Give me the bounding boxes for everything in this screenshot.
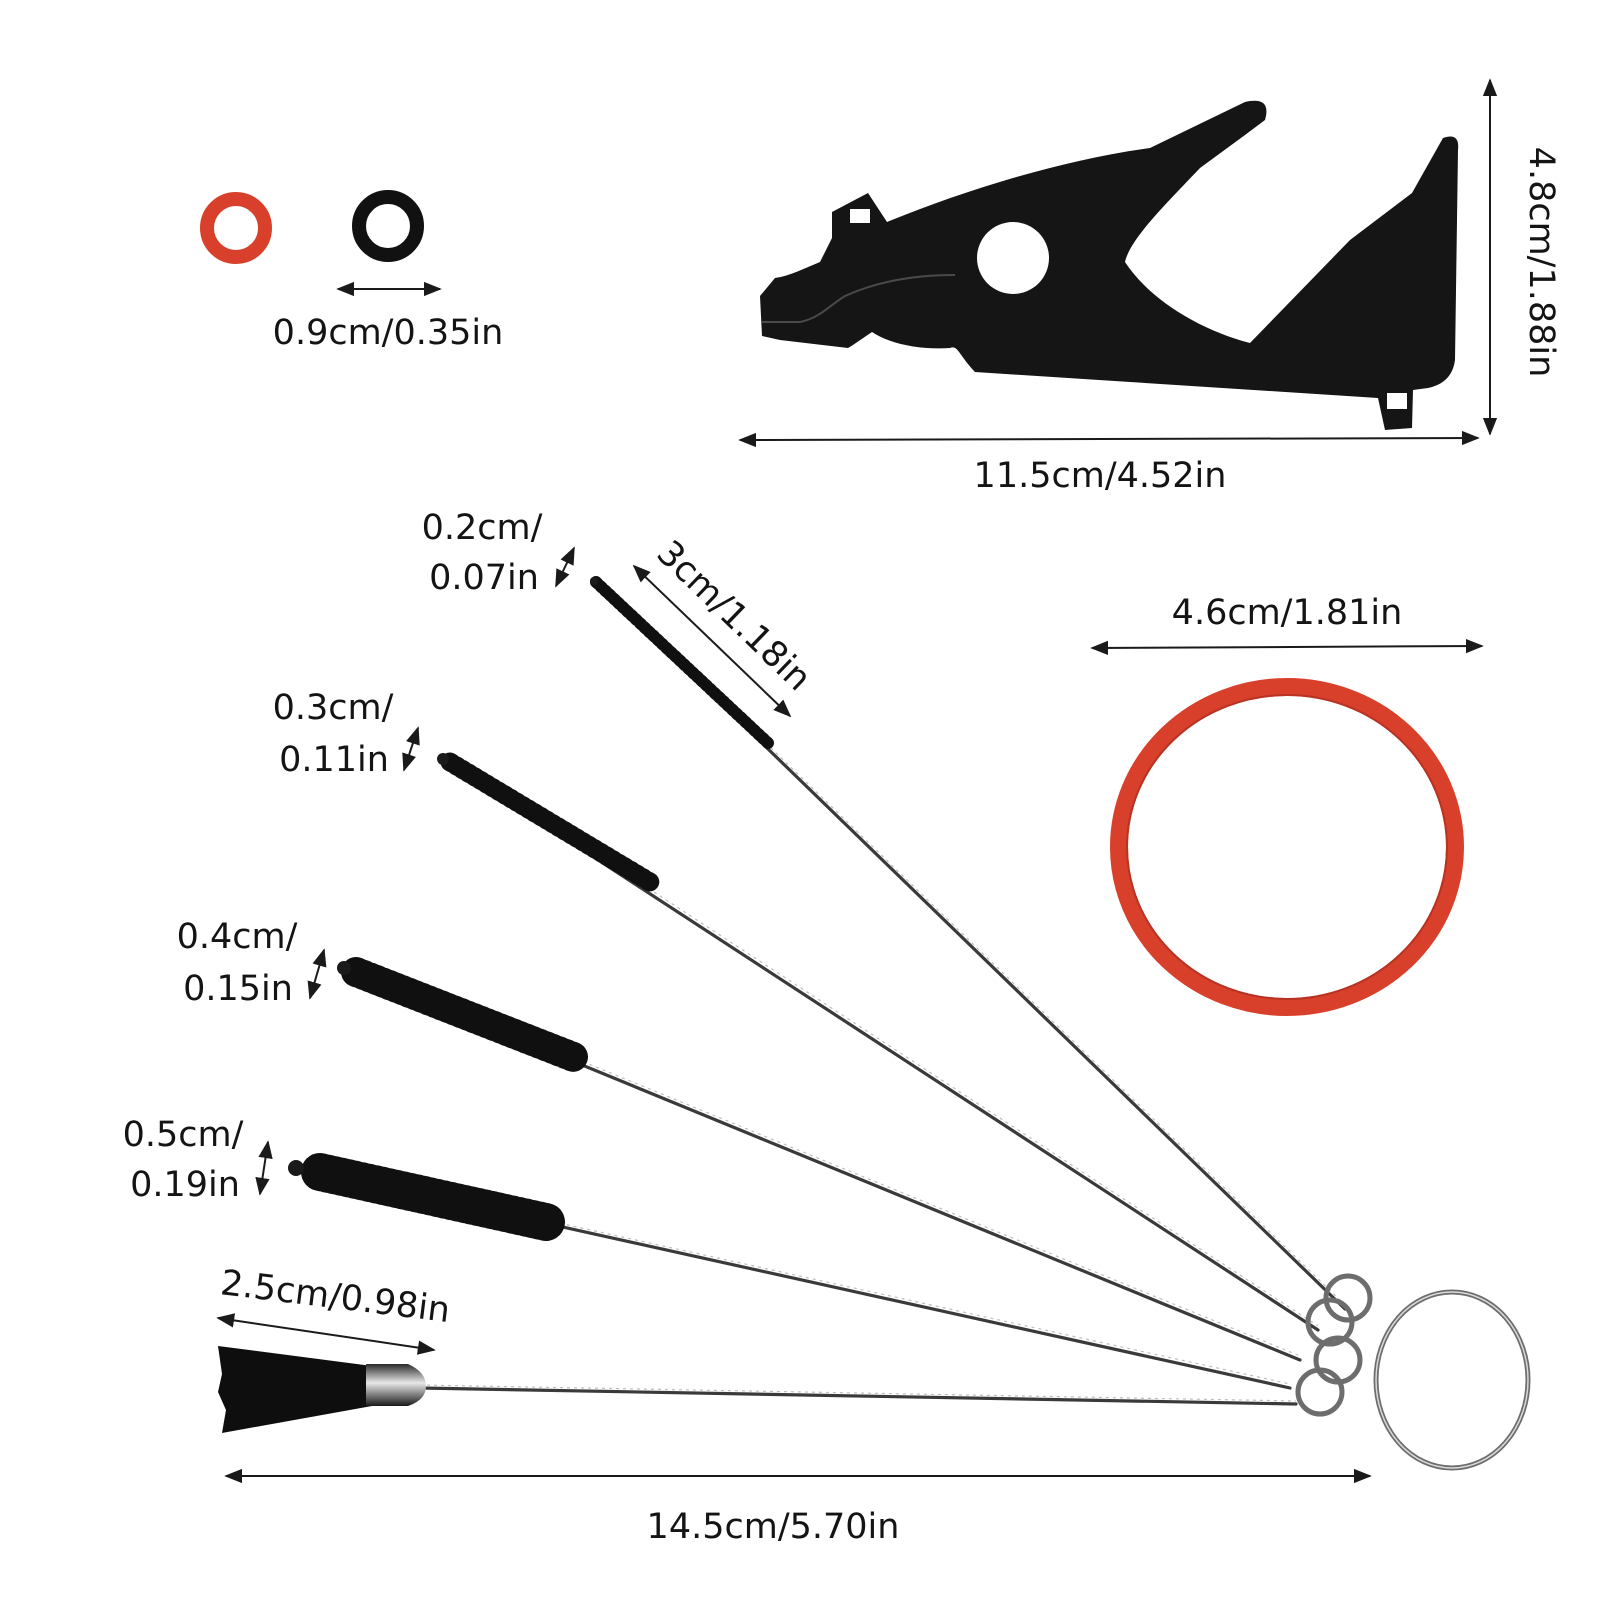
total-length-dimension: 14.5cm/5.70in [224,1468,1372,1547]
brush-2-diameter-arrow [402,726,420,772]
tool-height-dimension-label: 4.8cm/1.88in [1521,147,1561,378]
tassel-ferrule [366,1364,426,1406]
brush-3-dimensions: 0.4cm/ 0.15in [177,917,327,1009]
brush-1-diameter-line-2: 0.07in [429,558,539,598]
large-oring-dimension-arrow [1090,638,1484,656]
key-rings [1295,1273,1531,1471]
spanner-tool-hole [977,222,1049,294]
brush-2-dimensions: 0.3cm/ 0.11in [273,688,420,780]
brush-2-diameter-line-1: 0.3cm/ [273,688,394,728]
tassel-length-label: 2.5cm/0.98in [218,1263,452,1331]
tassel-brush [218,1346,1298,1433]
tool-width-dimension-arrow [738,430,1480,448]
brush-3 [337,957,1302,1362]
brush-4 [288,1153,1292,1390]
large-oring: 4.6cm/1.81in [1090,593,1484,1016]
brush-4-diameter-arrow [255,1140,273,1196]
small-oring-dimension-label: 0.9cm/0.35in [273,313,504,353]
brush-2 [437,752,1320,1332]
small-black-oring [352,190,424,262]
spanner-tool-tab-left [850,209,870,223]
main-split-ring [1373,1289,1531,1471]
spanner-tool: 11.5cm/4.52in 4.8cm/1.88in [738,78,1561,496]
brush-2-diameter-line-2: 0.11in [279,740,389,780]
tool-width-dimension-label: 11.5cm/4.52in [974,456,1227,496]
brush-1-length-label: 3cm/1.18in [649,533,819,699]
large-red-oring-inner-shade [1126,694,1448,1000]
large-red-oring [1110,678,1464,1016]
small-red-oring [200,192,272,264]
spanner-tool-tab-right [1387,393,1407,409]
small-orings: 0.9cm/0.35in [200,190,504,353]
tassel-length-arrow [216,1313,436,1355]
spanner-tool-edge [762,274,956,323]
brush-set: 0.2cm/ 0.07in 3cm/1.18in 0.3cm/ 0.11in 0… [123,508,1531,1547]
brush-4-dimensions: 0.5cm/ 0.19in [123,1115,273,1205]
tassel-dimensions: 2.5cm/0.98in [216,1263,452,1355]
brush-3-diameter-line-1: 0.4cm/ [177,917,298,957]
brush-1-diameter-arrow [555,546,575,588]
spanner-tool-notch [1132,170,1350,318]
spanner-tool-body [760,100,1459,431]
tassel-bristles [218,1346,372,1433]
brush-4-diameter-line-2: 0.19in [130,1165,240,1205]
total-length-label: 14.5cm/5.70in [647,1507,900,1547]
brush-4-diameter-line-1: 0.5cm/ [123,1115,244,1155]
brush-1-diameter-line-1: 0.2cm/ [422,508,543,548]
brush-1-length-arrow [632,564,792,718]
brush-3-diameter-line-2: 0.15in [183,969,293,1009]
large-oring-dimension-label: 4.6cm/1.81in [1172,593,1403,633]
brush-3-diameter-arrow [307,948,327,1000]
